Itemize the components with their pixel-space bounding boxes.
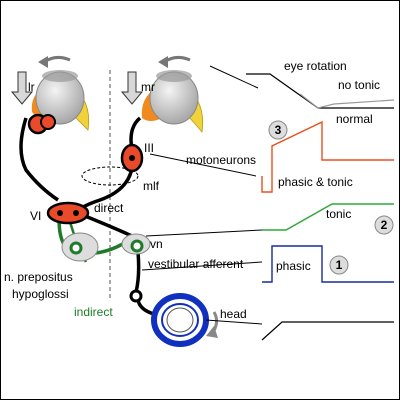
- down-arrow-icon: [10, 71, 34, 105]
- ganglion-neuron: [129, 289, 143, 303]
- label-direct: direct: [94, 201, 124, 215]
- left-eye-icon: [31, 70, 90, 131]
- phasic-trace: [262, 245, 394, 283]
- label-phasic: phasic: [276, 259, 311, 273]
- label-vestibular-afferent: vestibular afferent: [148, 257, 244, 271]
- abducens-path: [19, 117, 59, 202]
- rotation-arrow-icon: [206, 311, 219, 338]
- mlf-ellipse: [81, 166, 139, 186]
- connector-head: [205, 319, 263, 325]
- connector-tonic: [145, 229, 263, 237]
- rotation-arrow-icon: [158, 55, 191, 68]
- connector-eye: [209, 65, 259, 89]
- label-indirect: indirect: [74, 305, 113, 319]
- abducens-nucleus: [46, 201, 90, 225]
- label-head: head: [220, 307, 247, 321]
- badge-2: 2: [374, 215, 394, 235]
- badge-1: 1: [329, 255, 349, 275]
- head-trace: [261, 321, 394, 341]
- svg-text:3: 3: [275, 123, 282, 137]
- svg-text:1: 1: [336, 258, 343, 272]
- afferent-path: [134, 251, 141, 293]
- label-lr: lr: [28, 80, 35, 94]
- prepositus-neuron: [69, 241, 83, 255]
- label-tonic: tonic: [326, 207, 351, 221]
- rotation-arrow-icon: [38, 55, 71, 68]
- eye-rotation-normal-trace: [246, 73, 394, 109]
- motoneuron-trace: [261, 120, 394, 193]
- tonic-trace: [262, 203, 394, 231]
- label-eye-rotation: eye rotation: [284, 59, 347, 73]
- label-motoneurons: motoneurons: [186, 153, 256, 167]
- connector-motoneurons: [149, 153, 257, 177]
- label-VI: VI: [30, 209, 41, 223]
- right-eye-icon: [141, 70, 204, 133]
- label-prepositus-2: hypoglossi: [12, 287, 69, 301]
- eye-rotation-notonic-trace: [299, 93, 395, 109]
- label-prepositus-1: n. prepositus: [4, 270, 73, 284]
- label-mlf: mlf: [143, 179, 160, 193]
- label-no-tonic: no tonic: [338, 78, 380, 92]
- connector-phasic: [141, 261, 263, 271]
- label-normal: normal: [336, 112, 373, 126]
- label-vn: vn: [150, 237, 163, 251]
- label-mr: mr: [141, 80, 155, 94]
- badge-3: 3: [268, 120, 288, 140]
- label-III: III: [144, 141, 154, 155]
- label-phasic-tonic: phasic & tonic: [278, 175, 353, 189]
- svg-text:2: 2: [381, 218, 388, 232]
- vn-neuron: [130, 239, 144, 253]
- down-arrow-icon: [120, 71, 144, 105]
